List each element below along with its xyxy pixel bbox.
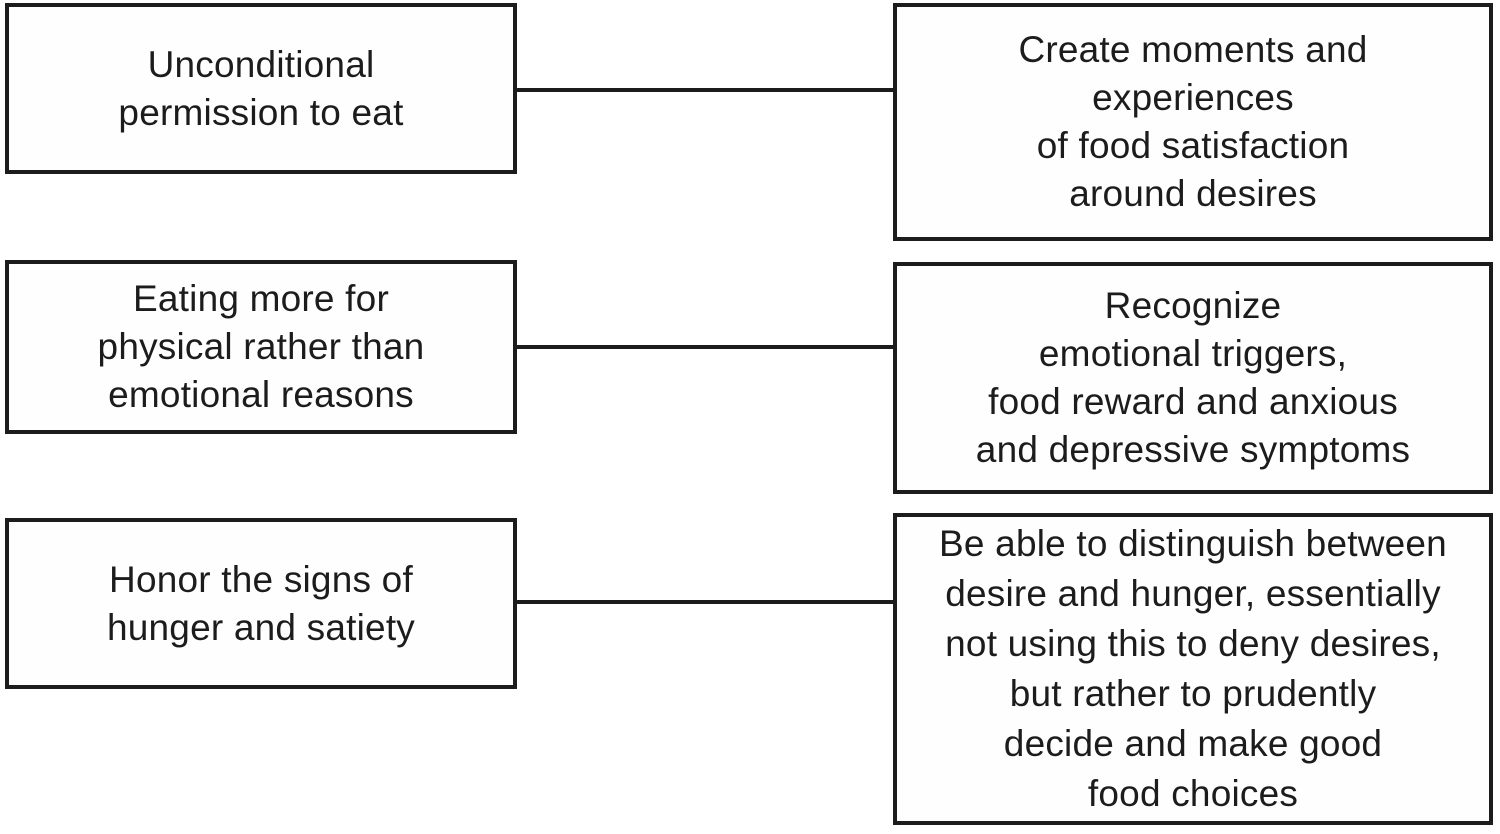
text-line: Be able to distinguish between	[939, 523, 1447, 564]
connector-line-bottom	[513, 600, 895, 604]
text-line: emotional reasons	[108, 374, 414, 415]
text-line: Unconditional	[147, 43, 375, 85]
box-recognize-emotional-triggers: Recognize emotional triggers, food reward …	[893, 262, 1493, 494]
text-line: food choices	[1087, 773, 1299, 814]
text-line: Create moments and	[1018, 29, 1368, 70]
text-line: and depressive symptoms	[975, 429, 1411, 470]
text-line: physical rather than	[97, 326, 425, 367]
connector-line-middle	[513, 345, 895, 349]
text-line: emotional triggers,	[1038, 333, 1348, 374]
text-line: Eating more for	[133, 278, 389, 319]
text-line: Honor the signs of	[109, 558, 413, 600]
text-line: experiences	[1092, 77, 1294, 118]
connector-line-top	[513, 88, 895, 92]
text-line: decide and make good	[1003, 723, 1383, 764]
box-unconditional-permission-to-eat: Unconditional permission to eat	[5, 3, 517, 174]
text-line: food reward and anxious	[988, 381, 1398, 422]
box-eating-for-physical-reasons: Eating more for physical rather than emoti…	[5, 260, 517, 434]
text-line: desire and hunger, essentially	[945, 573, 1441, 614]
text-line: Recognize	[1104, 285, 1282, 326]
box-honor-hunger-satiety: Honor the signs of hunger and satiety	[5, 518, 517, 689]
text-line: of food satisfaction	[1036, 125, 1350, 166]
box-create-food-satisfaction-moments: Create moments and experiences of food sat…	[893, 3, 1493, 241]
text-line: not using this to deny desires,	[945, 623, 1441, 664]
text-line: but rather to prudently	[1009, 673, 1377, 714]
box-distinguish-desire-hunger: Be able to distinguish between desire and…	[893, 513, 1493, 825]
text-line: around desires	[1069, 173, 1317, 214]
text-line: permission to eat	[118, 91, 404, 133]
text-line: hunger and satiety	[106, 606, 416, 648]
